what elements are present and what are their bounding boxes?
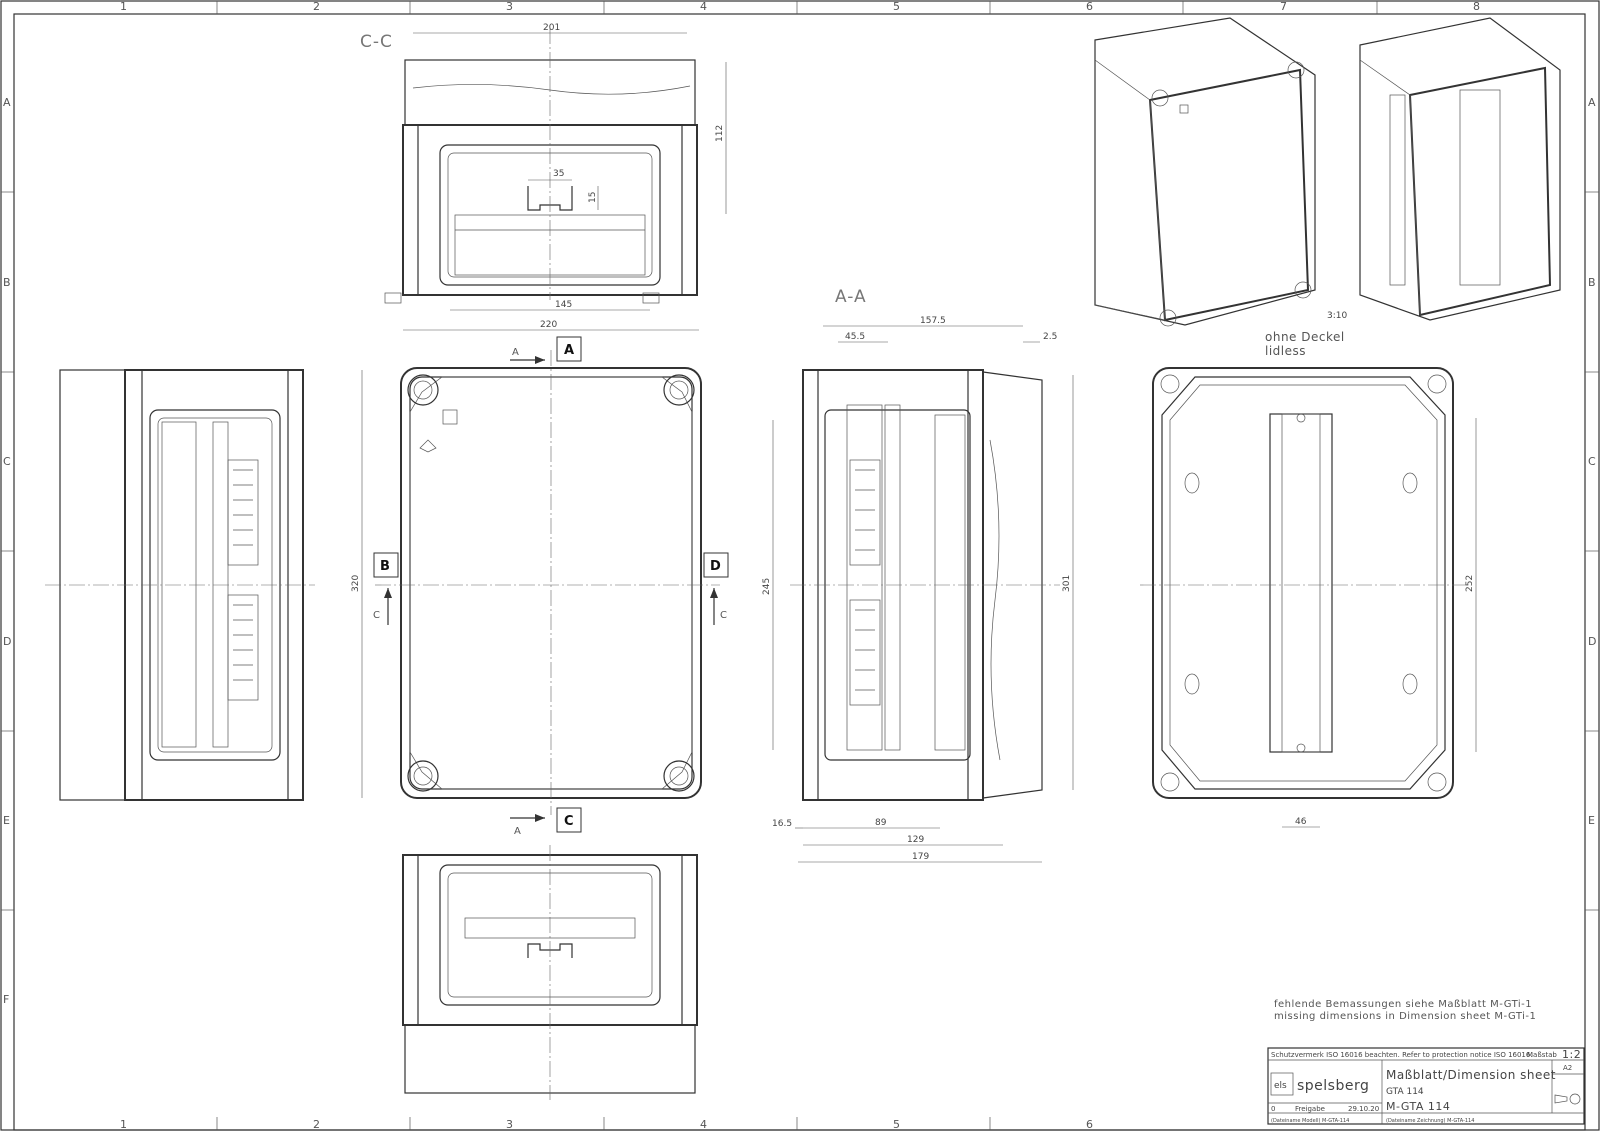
bottom-view <box>402 845 698 1100</box>
grid-row-b-right: B <box>1588 276 1596 289</box>
scale-label: Maßstab <box>1527 1051 1557 1059</box>
dim-112: 112 <box>715 125 725 142</box>
file-drawing: (Dateiname Zeichnung) M-GTA-114 <box>1386 1118 1474 1124</box>
grid-col-8: 8 <box>1473 0 1480 13</box>
grid-col-4: 4 <box>700 0 707 13</box>
grid-left: A B C D E F <box>1 96 14 1006</box>
sheet-format: A2 <box>1563 1064 1572 1072</box>
dim-245: 245 <box>762 578 772 595</box>
protection-notice: Schutzvermerk ISO 16016 beachten. Refer … <box>1271 1051 1533 1059</box>
grid-row-a: A <box>3 96 11 109</box>
grid-row-c: C <box>3 455 11 468</box>
lidless-label-de: ohne Deckel <box>1265 330 1345 344</box>
grid-row-d-right: D <box>1588 635 1596 648</box>
marker-b-left: B <box>380 559 390 574</box>
arrow-a-label-bottom: A <box>514 826 521 837</box>
grid-row-e: E <box>3 814 10 827</box>
grid-right: A B C D E <box>1585 96 1599 911</box>
left-side-view <box>45 369 315 801</box>
cc-dimensions: 201 112 35 15 145 <box>413 23 727 311</box>
dim-46: 46 <box>1295 817 1307 827</box>
release-date: 29.10.20 <box>1348 1105 1379 1113</box>
dim-201: 201 <box>543 23 560 33</box>
grid-col-5: 5 <box>893 0 900 13</box>
grid-row-b: B <box>3 276 11 289</box>
grid-col-5-bottom: 5 <box>893 1118 900 1131</box>
revision: 0 <box>1271 1105 1275 1113</box>
dim-220: 220 <box>540 320 557 330</box>
scale-value: 1:2 <box>1562 1048 1581 1061</box>
arrow-c-label-right: C <box>720 610 727 621</box>
marker-c-bottom: C <box>564 814 574 829</box>
front-dimensions: 220 320 <box>351 320 699 798</box>
dim-15: 15 <box>588 192 598 203</box>
title-block: Schutzvermerk ISO 16016 beachten. Refer … <box>1267 1047 1585 1125</box>
lidless-dimensions: 252 46 <box>1282 418 1477 828</box>
section-view-aa: A-A <box>790 287 1060 801</box>
dim-145: 145 <box>555 300 572 310</box>
iso-scale-label: 3:10 <box>1327 311 1347 321</box>
dim-16-5: 16.5 <box>772 819 792 829</box>
dim-179: 179 <box>912 852 929 862</box>
arrow-a-label-top: A <box>512 347 519 358</box>
section-label-aa: A-A <box>835 287 867 307</box>
aa-dimensions: 157.5 45.5 2.5 245 301 16.5 89 129 179 <box>762 316 1074 863</box>
isometric-view-closed <box>1094 17 1316 327</box>
arrow-c-label-left: C <box>373 610 380 621</box>
front-view <box>375 350 720 815</box>
grid-col-2: 2 <box>313 0 320 13</box>
grid-col-2-bottom: 2 <box>313 1118 320 1131</box>
grid-col-4-bottom: 4 <box>700 1118 707 1131</box>
dim-320: 320 <box>351 575 361 592</box>
grid-row-d: D <box>3 635 11 648</box>
section-label-cc: C-C <box>360 32 393 52</box>
grid-col-1-bottom: 1 <box>120 1118 127 1131</box>
dim-301: 301 <box>1062 575 1072 592</box>
company-logo-mark <box>1270 1072 1294 1096</box>
dim-89: 89 <box>875 818 887 828</box>
grid-row-f: F <box>3 993 9 1006</box>
lidless-label-en: lidless <box>1265 344 1306 358</box>
grid-col-7: 7 <box>1280 0 1287 13</box>
dim-252: 252 <box>1465 575 1475 592</box>
grid-col-3: 3 <box>506 0 513 13</box>
dim-129: 129 <box>907 835 924 845</box>
marker-d-right: D <box>710 559 721 574</box>
grid-row-a-right: A <box>1588 96 1596 109</box>
sheet-title: Maßblatt/Dimension sheet <box>1386 1068 1556 1082</box>
release-status: Freigabe <box>1295 1105 1325 1113</box>
marker-a-top: A <box>564 343 574 358</box>
projection-symbol-icon <box>1569 1093 1581 1105</box>
file-model: (Dateiname Modell) M-GTA-114 <box>1271 1118 1349 1124</box>
grid-row-e-right: E <box>1588 814 1595 827</box>
grid-col-3-bottom: 3 <box>506 1118 513 1131</box>
grid-bottom: 1 2 3 4 5 6 <box>120 1117 1093 1131</box>
grid-col-6-bottom: 6 <box>1086 1118 1093 1131</box>
grid-col-1: 1 <box>120 0 127 13</box>
grid-row-c-right: C <box>1588 455 1596 468</box>
note-english: missing dimensions in Dimension sheet M-… <box>1274 1011 1536 1022</box>
lidless-view: ohne Deckel lidless <box>1140 330 1470 799</box>
grid-top: 1 2 3 4 5 6 7 8 <box>120 0 1480 14</box>
section-markers: A A C A B C D C <box>373 336 729 837</box>
logo-mark-text: els <box>1274 1081 1287 1091</box>
note-german: fehlende Bemassungen siehe Maßblatt M-GT… <box>1274 999 1532 1010</box>
dim-45-5: 45.5 <box>845 332 865 342</box>
dim-157-5: 157.5 <box>920 316 946 326</box>
section-view-cc: C-C <box>360 28 698 304</box>
dim-2-5: 2.5 <box>1043 332 1057 342</box>
product-code-m: M-GTA 114 <box>1386 1100 1450 1113</box>
dim-35: 35 <box>553 169 564 179</box>
product-code: GTA 114 <box>1386 1087 1424 1097</box>
company-name: spelsberg <box>1297 1078 1369 1094</box>
grid-col-6: 6 <box>1086 0 1093 13</box>
isometric-view-open <box>1359 17 1561 321</box>
